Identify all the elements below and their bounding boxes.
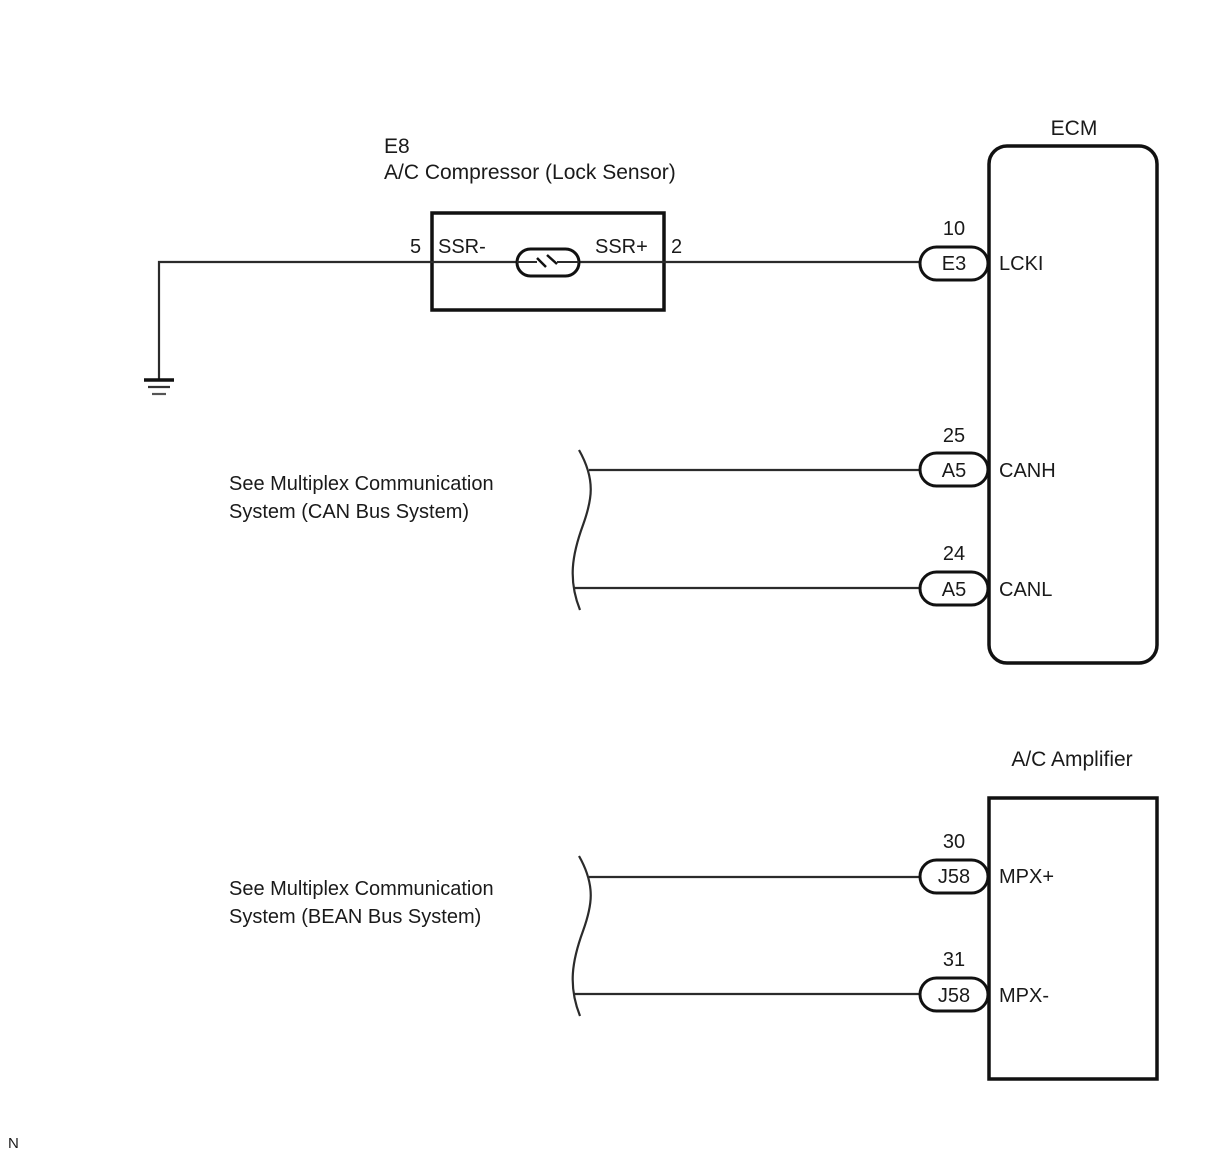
footer-mark: N — [8, 1135, 19, 1152]
compressor-right-terminal: SSR+ — [595, 236, 648, 258]
amplifier-pin-mpx-plus: 30 J58 MPX+ — [918, 831, 1054, 895]
ecm-pin-canl: 24 A5 CANL — [918, 543, 1052, 607]
terminal-name: MPX- — [999, 985, 1049, 1007]
amplifier-box — [987, 796, 1159, 1081]
lock-sensor-icon — [515, 247, 581, 278]
ecm-box — [987, 144, 1159, 665]
connector-code: E3 — [942, 253, 966, 275]
terminal-name: CANL — [999, 579, 1052, 601]
wire-break-icon — [571, 449, 592, 611]
terminal-name: MPX+ — [999, 866, 1054, 888]
connector-icon — [918, 570, 990, 607]
pin-number: 10 — [943, 218, 965, 240]
connector-code: A5 — [942, 579, 966, 601]
ecm-pin-canh: 25 A5 CANH — [918, 425, 1056, 488]
pin-number: 31 — [943, 949, 965, 971]
bean-note-line2: System (BEAN Bus System) — [229, 906, 481, 928]
terminal-name: LCKI — [999, 253, 1043, 275]
ground-wire — [157, 260, 432, 380]
compressor-name: A/C Compressor (Lock Sensor) — [384, 161, 676, 184]
amplifier-title: A/C Amplifier — [1011, 748, 1132, 771]
connector-code: J58 — [938, 985, 970, 1007]
pin-number: 30 — [943, 831, 965, 853]
ground-icon — [144, 378, 174, 396]
compressor-code: E8 — [384, 135, 410, 158]
can-note-line2: System (CAN Bus System) — [229, 501, 469, 523]
ecm-pin-lcki: 10 E3 LCKI — [918, 218, 1043, 282]
compressor-left-pin: 5 — [410, 236, 421, 258]
ecm-title: ECM — [1051, 117, 1098, 140]
connector-icon — [918, 858, 990, 895]
connector-icon — [918, 451, 990, 488]
compressor-left-terminal: SSR- — [438, 236, 486, 258]
compressor-right-pin: 2 — [671, 236, 682, 258]
connector-code: A5 — [942, 460, 966, 482]
can-note-line1: See Multiplex Communication — [229, 473, 494, 495]
pin-number: 24 — [943, 543, 965, 565]
bean-note-line1: See Multiplex Communication — [229, 878, 494, 900]
pin-number: 25 — [943, 425, 965, 447]
connector-code: J58 — [938, 866, 970, 888]
wire-break-icon — [571, 855, 592, 1017]
amplifier-pin-mpx-minus: 31 J58 MPX- — [918, 949, 1049, 1013]
terminal-name: CANH — [999, 460, 1056, 482]
connector-icon — [918, 976, 990, 1013]
connector-icon — [918, 245, 990, 282]
